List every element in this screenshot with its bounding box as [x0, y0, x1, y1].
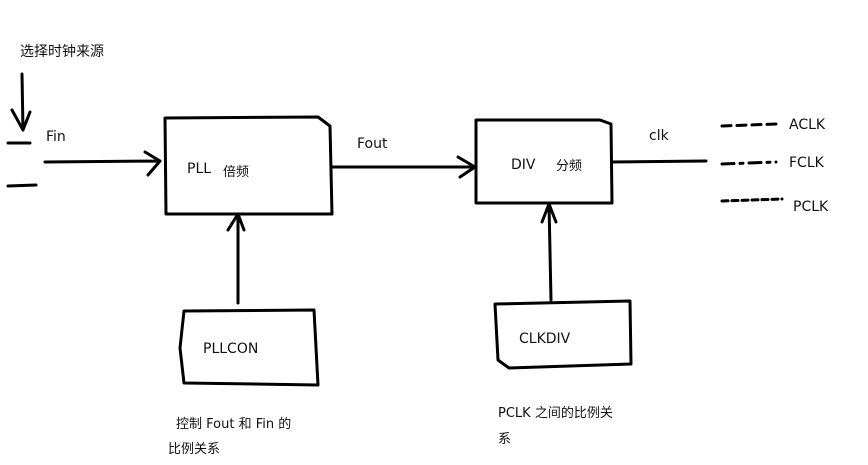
clkdiv-arrow [540, 202, 558, 302]
pllcon-box [178, 308, 320, 387]
clk-label: clk [649, 128, 669, 144]
pllcon-arrow [226, 212, 246, 305]
source-select-arrow [10, 72, 32, 132]
clkdiv-box [493, 299, 633, 370]
aclk-label: ACLK [789, 117, 826, 133]
fin-label: Fin [46, 129, 66, 145]
pllcon-name: PLLCON [203, 341, 259, 357]
clkdiv-note-line1: PCLK 之间的比例关 [498, 406, 613, 421]
pclk-label: PCLK [793, 199, 829, 215]
fout-arrow [331, 155, 477, 179]
pll-name: PLL [187, 161, 212, 177]
div-name: DIV [511, 157, 536, 173]
pclk-line [720, 197, 784, 203]
fclk-line [720, 160, 778, 166]
pllcon-note-line2: 比例关系 [168, 442, 221, 457]
clkdiv-note-line2: 系 [498, 432, 512, 447]
aclk-line [720, 122, 778, 128]
div-function: 分频 [556, 159, 583, 174]
fclk-label: FCLK [789, 155, 824, 171]
clkdiv-name: CLKDIV [519, 331, 571, 347]
fin-arrow [43, 150, 162, 177]
pll-box [163, 115, 334, 216]
source-mark-bottom [6, 183, 38, 188]
div-box [474, 118, 614, 205]
clk-line [610, 159, 708, 164]
fout-label: Fout [357, 136, 388, 152]
pll-function: 倍频 [223, 165, 250, 180]
source-select-label: 选择时钟来源 [20, 44, 104, 60]
pllcon-note-line1: 控制 Fout 和 Fin 的 [176, 417, 292, 432]
